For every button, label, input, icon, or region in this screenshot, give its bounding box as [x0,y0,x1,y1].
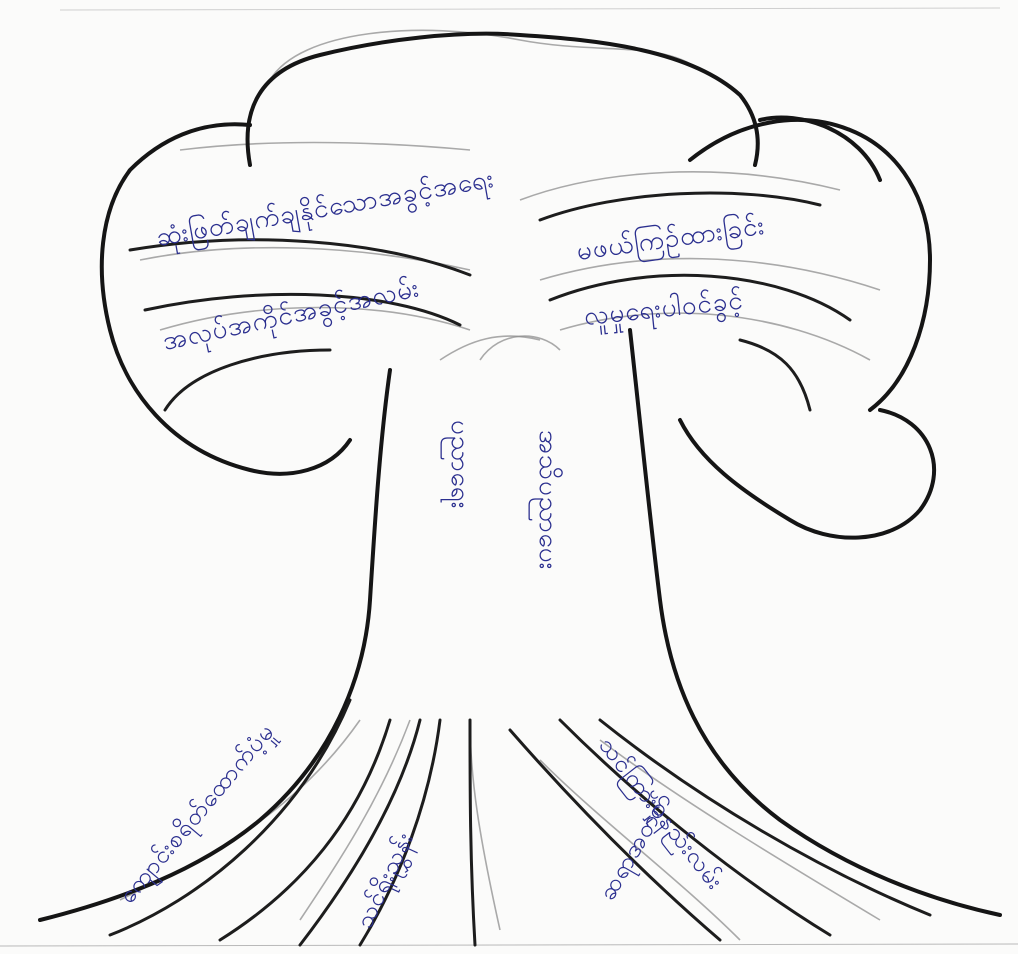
root-label-stipend: ကျောင်းစရိတ်ထောက်ပံ့မှု [112,717,283,912]
crown-label-participation: လူမှုရေးပါဝင်ခွင့် [582,284,745,337]
top-rule [60,8,1000,10]
trunk-label-awareness: အသိပညာပေး [528,430,564,570]
bottom-rule [0,944,1018,946]
crown-labels: ဆုံးဖြတ်ချက်ချနိုင်သောအခွင့်အရေး အလုပ်အက… [153,161,767,362]
trunk-labels: ပညာရေး အသိပညာပေး [440,420,564,570]
crown-label-employment: အလုပ်အကိုင်အခွင့်အလမ်း [160,272,423,362]
pencil-sketch [120,30,880,940]
crown-label-inclusion: မဖယ်ကြဉ်ထားခြင်း [574,208,767,272]
trunk-label-education: ပညာရေး [440,420,475,509]
root-label-curriculum: သင်ရိုးညွှန်း [349,827,423,935]
